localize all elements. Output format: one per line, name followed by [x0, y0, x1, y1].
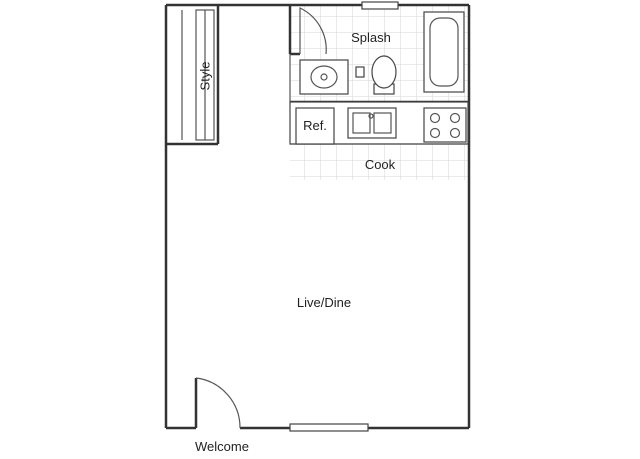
stove	[423, 107, 467, 143]
room-label-closet: Style	[197, 62, 212, 91]
room-label-bath: Splash	[351, 30, 391, 45]
room-label-living: Live/Dine	[297, 295, 351, 310]
closet	[166, 5, 220, 146]
toilet	[371, 55, 397, 95]
bath-door-swing	[299, 7, 327, 55]
room-label-entry: Welcome	[195, 439, 249, 454]
bathtub	[423, 11, 465, 93]
kitchen-sink	[347, 107, 397, 139]
bath-window	[361, 1, 399, 10]
living-window	[289, 423, 369, 432]
entry-door	[194, 377, 241, 429]
appliance-label-fridge: Ref.	[303, 118, 327, 133]
room-label-kitchen: Cook	[365, 157, 396, 172]
vanity-sink	[299, 59, 365, 95]
outer-walls	[164, 3, 471, 430]
refrigerator	[295, 107, 335, 145]
